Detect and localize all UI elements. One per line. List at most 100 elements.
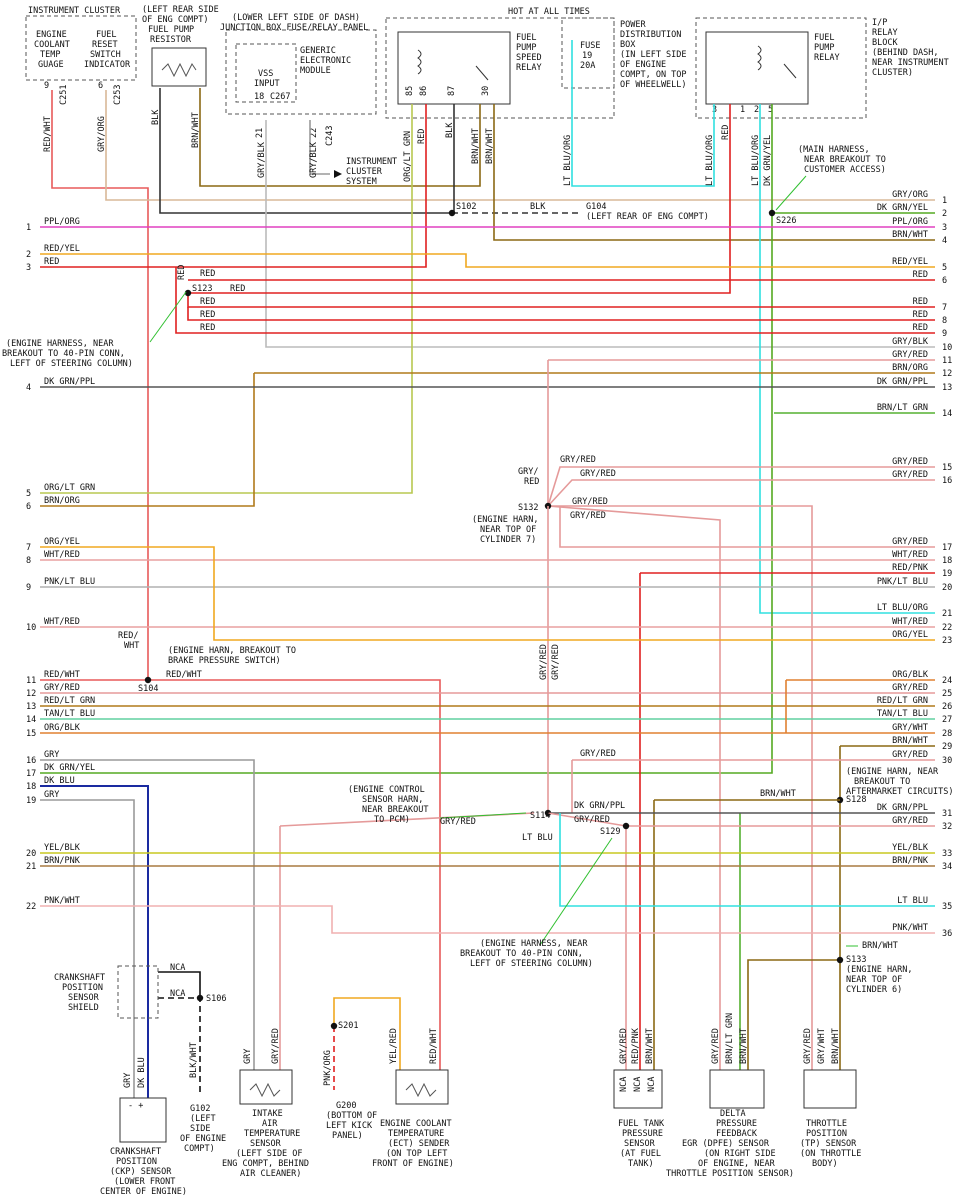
right-wire-label: GRY/RED [892,683,928,693]
vertical-wire-label: BRN/WHT [645,1028,655,1064]
inline-wire-label: BRN/WHT [760,789,796,799]
pin-label: 87 [447,86,457,96]
fuse-label: FUSE [580,41,600,51]
iat-label: SENSOR [250,1139,282,1149]
right-wire-label: GRY/RED [892,470,928,480]
right-pin-number: 27 [942,715,952,725]
left-pin-number: 5 [26,489,31,499]
fpr2-label: RELAY [814,53,840,63]
left-wire-label: GRY [44,750,59,760]
ip-label: RELAY [872,28,898,38]
minus-plus: - + [128,1101,143,1111]
ect-label: (ECT) SENDER [388,1139,450,1149]
gry-red-16-wire [547,479,935,507]
leader-arrow [539,837,613,946]
dpfe-label: FEEDBACK [716,1129,758,1139]
thermistor-symbol [249,1082,281,1098]
ip-relay-block: FUEL PUMP RELAY I/P RELAY BLOCK (BEHIND … [695,17,949,119]
relay-coil [757,45,762,71]
inline-wire-label: GRY/RED [560,455,596,465]
pdb-label: OF ENGINE [620,60,666,70]
ckp-label: POSITION [116,1157,157,1167]
gry-blk-ic-wire [309,120,330,175]
ckp-shield-label: POSITION [62,983,103,993]
vertical-wire-label: RED [177,265,187,280]
vertical-wire-label: GRY/BLK [257,141,267,178]
left-pin-number: 13 [26,702,36,712]
relay-contact [475,65,489,81]
right-pin-number: 31 [942,809,952,819]
left-wire-label: ORG/BLK [44,723,81,733]
ckp-shield-label: SENSOR [68,993,100,1003]
vertical-wire-label: GRY/RED [539,644,549,680]
left-pin-number: 21 [26,862,36,872]
g102-note: SIDE [190,1124,210,1134]
lt-blu-35-wire [559,813,935,907]
s129-dot [622,822,630,830]
gry-red-dpfe-wire [548,505,813,1070]
right-wire-label: DK GRN/YEL [877,203,928,213]
right-wire-label: WHT/RED [892,617,928,627]
right-wire-label: GRY/RED [892,457,928,467]
right-wire-label: GRY/BLK [892,337,929,347]
ftp-label: TANK) [628,1159,654,1169]
left-wire-label: PPL/ORG [44,217,80,227]
left-wire-label: RED/WHT [44,670,80,680]
iat-label: AIR CLEANER) [240,1169,301,1179]
fuel-reset-label: RESET [92,40,118,50]
fpsr-label: FUEL [516,33,536,43]
left-wire-label: YEL/BLK [44,843,81,853]
fuel-reset-label: INDICATOR [84,60,131,70]
ftp-label: SENSOR [624,1139,656,1149]
right-wire-label: PNK/WHT [892,923,928,933]
left-pin-number: 20 [26,849,36,859]
right-pin-number: 9 [942,329,947,339]
left-wire-label: ORG/LT GRN [44,483,95,493]
ckp-sensor: CRANKSHAFT POSITION SENSOR SHIELD - + CR… [54,963,187,1197]
s132-note: CYLINDER 7) [480,535,536,545]
vertical-wire-label: DK BLU [137,1057,147,1088]
right-pin-number: 8 [942,316,947,326]
main-harness-note: NEAR BREAKOUT TO [804,155,886,165]
left-wire-label: RED/LT GRN [44,696,95,706]
vss-label: INPUT [254,79,280,89]
s106-label: S106 [206,994,226,1004]
red-wht-11-wire [40,679,441,1070]
left-wire-label: DK GRN/YEL [44,763,95,773]
g104-label: G104 [586,202,606,212]
right-wire-label: BRN/WHT [892,736,928,746]
left-wire-label: DK GRN/PPL [44,377,95,387]
pdb-label: COMPT, ON TOP [620,70,687,80]
gem-label: MODULE [300,66,331,76]
inline-wire-label: GRY/RED [580,469,616,479]
ic-system-label: CLUSTER [346,167,383,177]
ckp-shield-label: CRANKSHAFT [54,973,105,983]
tp-label: POSITION [806,1129,847,1139]
blk-wire [159,88,452,214]
pin-label: 9 [44,81,49,91]
s114-note: SENSOR HARN, [362,795,423,805]
inline-wire-label: RED/WHT [166,670,202,680]
right-wire-label: GRY/RED [892,750,928,760]
right-pin-number: 30 [942,756,952,766]
jb-label: (LOWER LEFT SIDE OF DASH) [232,13,360,23]
right-pin-number: 4 [942,236,947,246]
right-pin-number: 32 [942,822,952,832]
left-pin-number: 14 [26,715,36,725]
s128-note: (ENGINE HARN, NEAR [846,767,939,777]
pin-label: 5 [768,105,773,115]
ckp-shield-label: SHIELD [68,1003,99,1013]
s201-dot [330,1022,338,1030]
right-wire-label: RED [913,270,928,280]
left-wire-label: RED/YEL [44,244,80,254]
red-yel-wire [40,253,935,268]
gry-16-wire [40,759,255,1070]
pdb-label: DISTRIBUTION [620,30,681,40]
vertical-wire-label: GRY [243,1049,253,1064]
fpr-label: OF ENG COMPT) [142,15,209,25]
vertical-wire-label: RED/PNK [631,1027,641,1064]
vertical-wire-label: GRY/RED [551,644,561,680]
vertical-wire-label: GRY/ORG [97,116,107,152]
dpfe-label: DELTA [720,1109,746,1119]
inline-wire-label: RED [200,297,215,307]
